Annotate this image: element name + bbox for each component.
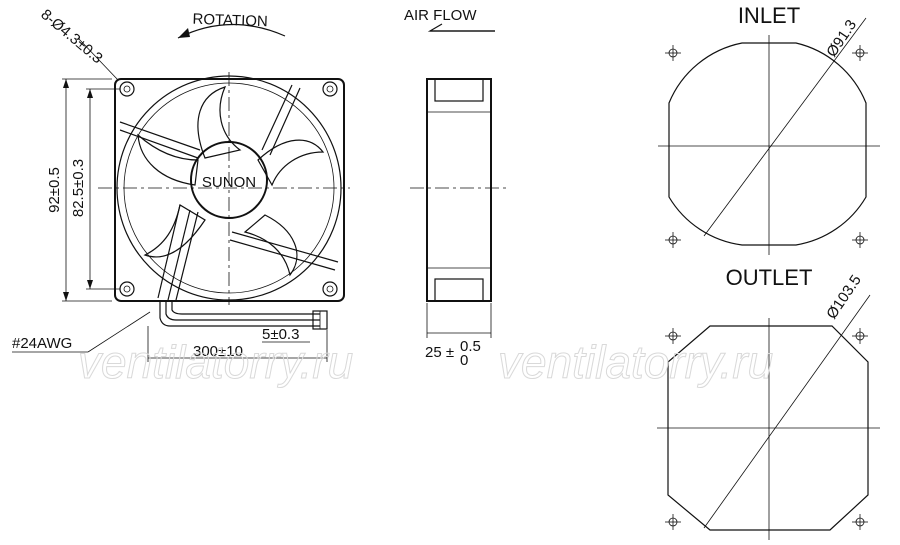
- dim-holes: [86, 88, 120, 290]
- mounting-hole: [119, 81, 135, 97]
- mounting-hole: [322, 281, 338, 297]
- side-bottom-flange: [434, 278, 484, 302]
- thickness-minus: 0: [460, 352, 468, 369]
- fan-frame: [114, 78, 345, 302]
- strip-label: 5±0.3: [262, 326, 299, 343]
- outlet-view: OUTLET Ø103.5: [657, 265, 880, 540]
- mounting-holes: [119, 81, 338, 297]
- dim-outer: [62, 78, 112, 302]
- outlet-diameter-line: [703, 294, 871, 529]
- lead-length-label: 300±10: [193, 343, 243, 360]
- inlet-title: INLET: [738, 3, 800, 28]
- mounting-hole: [119, 281, 135, 297]
- outlet-mount-marks: [665, 328, 868, 530]
- hole-spec-label: 8-Ø4.3±0.3: [37, 6, 105, 67]
- airflow-arrow: [427, 23, 495, 32]
- lead-wires: [159, 300, 328, 330]
- fan-blades: [137, 86, 325, 277]
- outlet-diameter-label: Ø103.5: [823, 272, 865, 322]
- rotation-arrowhead: [178, 28, 190, 38]
- mounting-hole: [322, 81, 338, 97]
- watermark-left: ventilatorry.ru: [78, 336, 353, 388]
- inlet-mount-marks: [665, 45, 868, 248]
- wire-gauge-leader: [87, 311, 151, 353]
- inlet-view: INLET Ø91.3: [658, 3, 880, 255]
- dim-holes-label: 82.5±0.3: [70, 159, 87, 217]
- watermark-right: ventilatorry.ru: [498, 336, 773, 388]
- airflow-label: AIR FLOW: [404, 7, 477, 24]
- fan-struts: [119, 84, 339, 301]
- inlet-outline: [668, 42, 867, 246]
- outlet-title: OUTLET: [726, 265, 813, 290]
- wire-gauge-label: #24AWG: [12, 335, 72, 352]
- inlet-diameter-line: [703, 17, 867, 237]
- side-top-flange: [434, 78, 484, 102]
- inlet-diameter-label: Ø91.3: [823, 17, 860, 60]
- outlet-outline: [667, 325, 869, 531]
- side-view: AIR FLOW 25 ± 0.5 0: [404, 7, 508, 369]
- dim-outer-label: 92±0.5: [46, 167, 63, 213]
- thickness-base: 25 ±: [425, 344, 454, 361]
- thickness-plus: 0.5: [460, 338, 481, 355]
- rotation-label: ROTATION: [192, 11, 268, 31]
- hole-spec-leader: [77, 37, 119, 81]
- front-view: SUNON ROTATION 8-Ø4.3±0.3 92±0.5 82.5±0.…: [12, 6, 350, 362]
